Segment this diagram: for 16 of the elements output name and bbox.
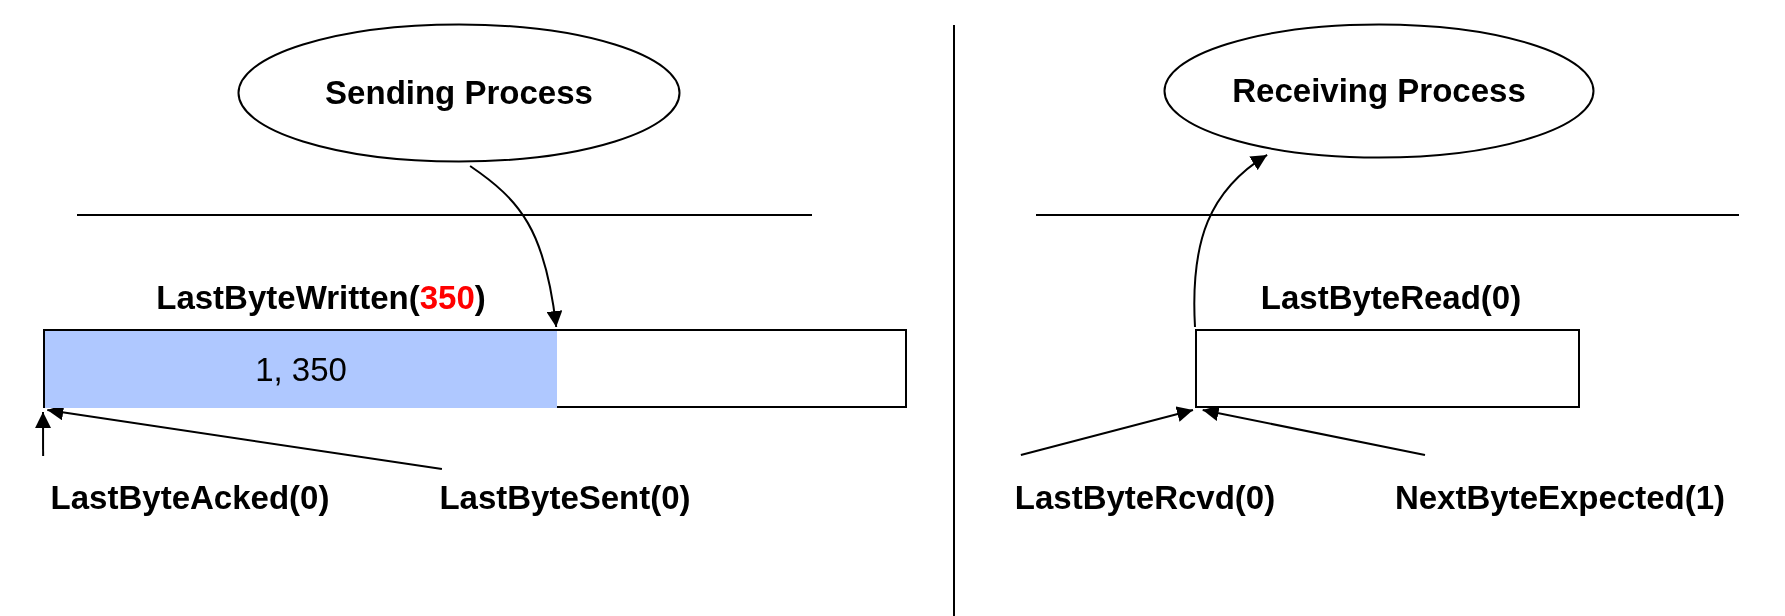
range-label: 1, 350 — [255, 350, 347, 389]
pointer-label: LastByteAcked(0) — [50, 479, 330, 517]
pointer-label: LastByteRcvd(0) — [1014, 479, 1276, 517]
pointer-label: LastByteSent(0) — [439, 479, 691, 517]
arrow — [1019, 406, 1194, 456]
buffer-box — [1195, 329, 1580, 408]
pointer-label: LastByteRead(0) — [1260, 279, 1522, 317]
pointer-label: NextByteExpected(1) — [1394, 479, 1726, 517]
process-label: Receiving Process — [1232, 72, 1526, 110]
filled-segment — [45, 331, 557, 408]
arrow — [469, 165, 563, 328]
pointer-label: LastByteWritten(350) — [156, 279, 486, 317]
buffer-box — [43, 329, 907, 408]
arrow — [1193, 153, 1269, 328]
arrow — [35, 411, 52, 457]
process-label: Sending Process — [325, 74, 593, 112]
